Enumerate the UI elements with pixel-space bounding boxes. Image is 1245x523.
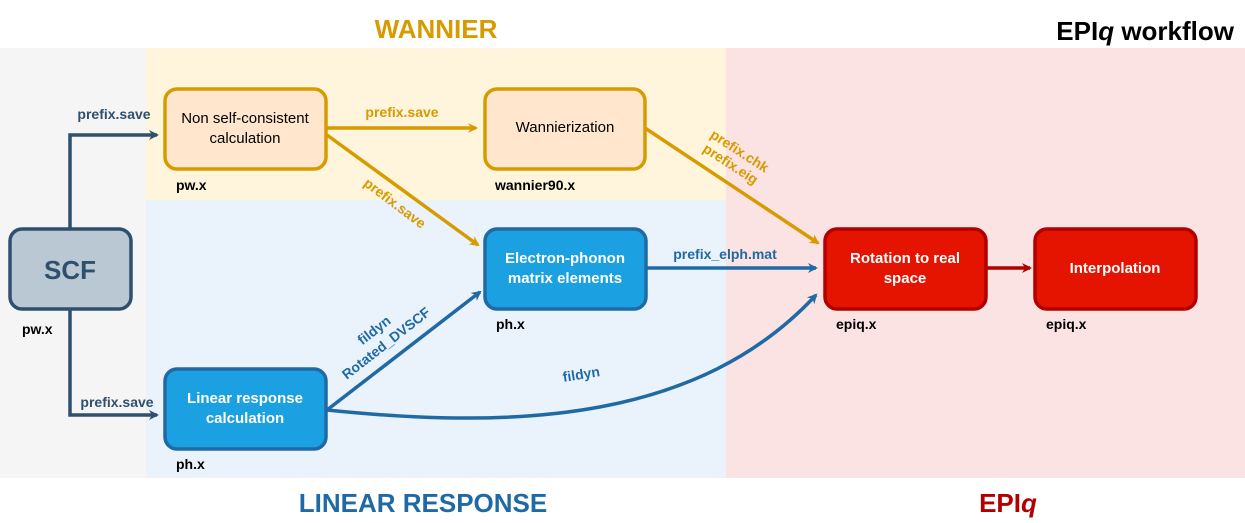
workflow-title: EPIq workflow [1056, 16, 1234, 46]
edge-scf-to-nscf-label: prefix.save [77, 106, 150, 122]
nscf-node-line1: Non self-consistent [181, 110, 309, 127]
edge-scf-to-lr [68, 310, 159, 420]
elph-node-code: ph.x [496, 316, 525, 332]
nscf-node: Non self-consistent calculation [163, 87, 328, 171]
wannier-region-title: WANNIER [375, 14, 498, 44]
wannierization-node-code: wannier90.x [494, 177, 575, 193]
interpolation-node-label: Interpolation [1070, 260, 1161, 277]
interpolation-node-code: epiq.x [1046, 316, 1087, 332]
edge-scf-to-lr-label: prefix.save [80, 394, 153, 410]
epiq-region-title: EPIq [979, 488, 1037, 518]
scf-node-label: SCF [44, 255, 96, 285]
nscf-node-code: pw.x [176, 177, 207, 193]
edge-lr-to-elph [325, 290, 482, 412]
edge-nscf-to-wannier-label: prefix.save [365, 104, 438, 120]
wannierization-node-label: Wannierization [516, 119, 615, 136]
lr-node: Linear response calculation [163, 367, 328, 451]
rotation-node: Rotation to real space [823, 227, 988, 311]
edge-elph-to-rotation-label: prefix_elph.mat [673, 246, 777, 262]
interpolation-node: Interpolation [1033, 227, 1198, 311]
scf-node-code: pw.x [22, 321, 53, 337]
rotation-node-line1: Rotation to real [850, 250, 960, 267]
edge-lr-to-rotation [326, 293, 818, 420]
elph-node: Electron-phonon matrix elements [483, 227, 648, 311]
edge-nscf-to-elph [325, 133, 480, 247]
edge-scf-to-nscf [68, 130, 159, 228]
lr-node-line2: calculation [206, 410, 284, 427]
lr-node-code: ph.x [176, 456, 205, 472]
wannierization-node: Wannierization [483, 87, 647, 171]
rotation-node-line2: space [884, 270, 927, 287]
edge-wannier-to-rotation [644, 126, 820, 245]
scf-node: SCF [8, 227, 133, 311]
lr-node-line1: Linear response [187, 390, 303, 407]
elph-node-line2: matrix elements [508, 270, 622, 287]
linear-response-region-title: LINEAR RESPONSE [299, 488, 548, 518]
edge-lr-to-rotation-label: fildyn [562, 363, 601, 385]
rotation-node-code: epiq.x [836, 316, 877, 332]
nscf-node-line2: calculation [210, 130, 281, 147]
elph-node-line1: Electron-phonon [505, 250, 625, 267]
